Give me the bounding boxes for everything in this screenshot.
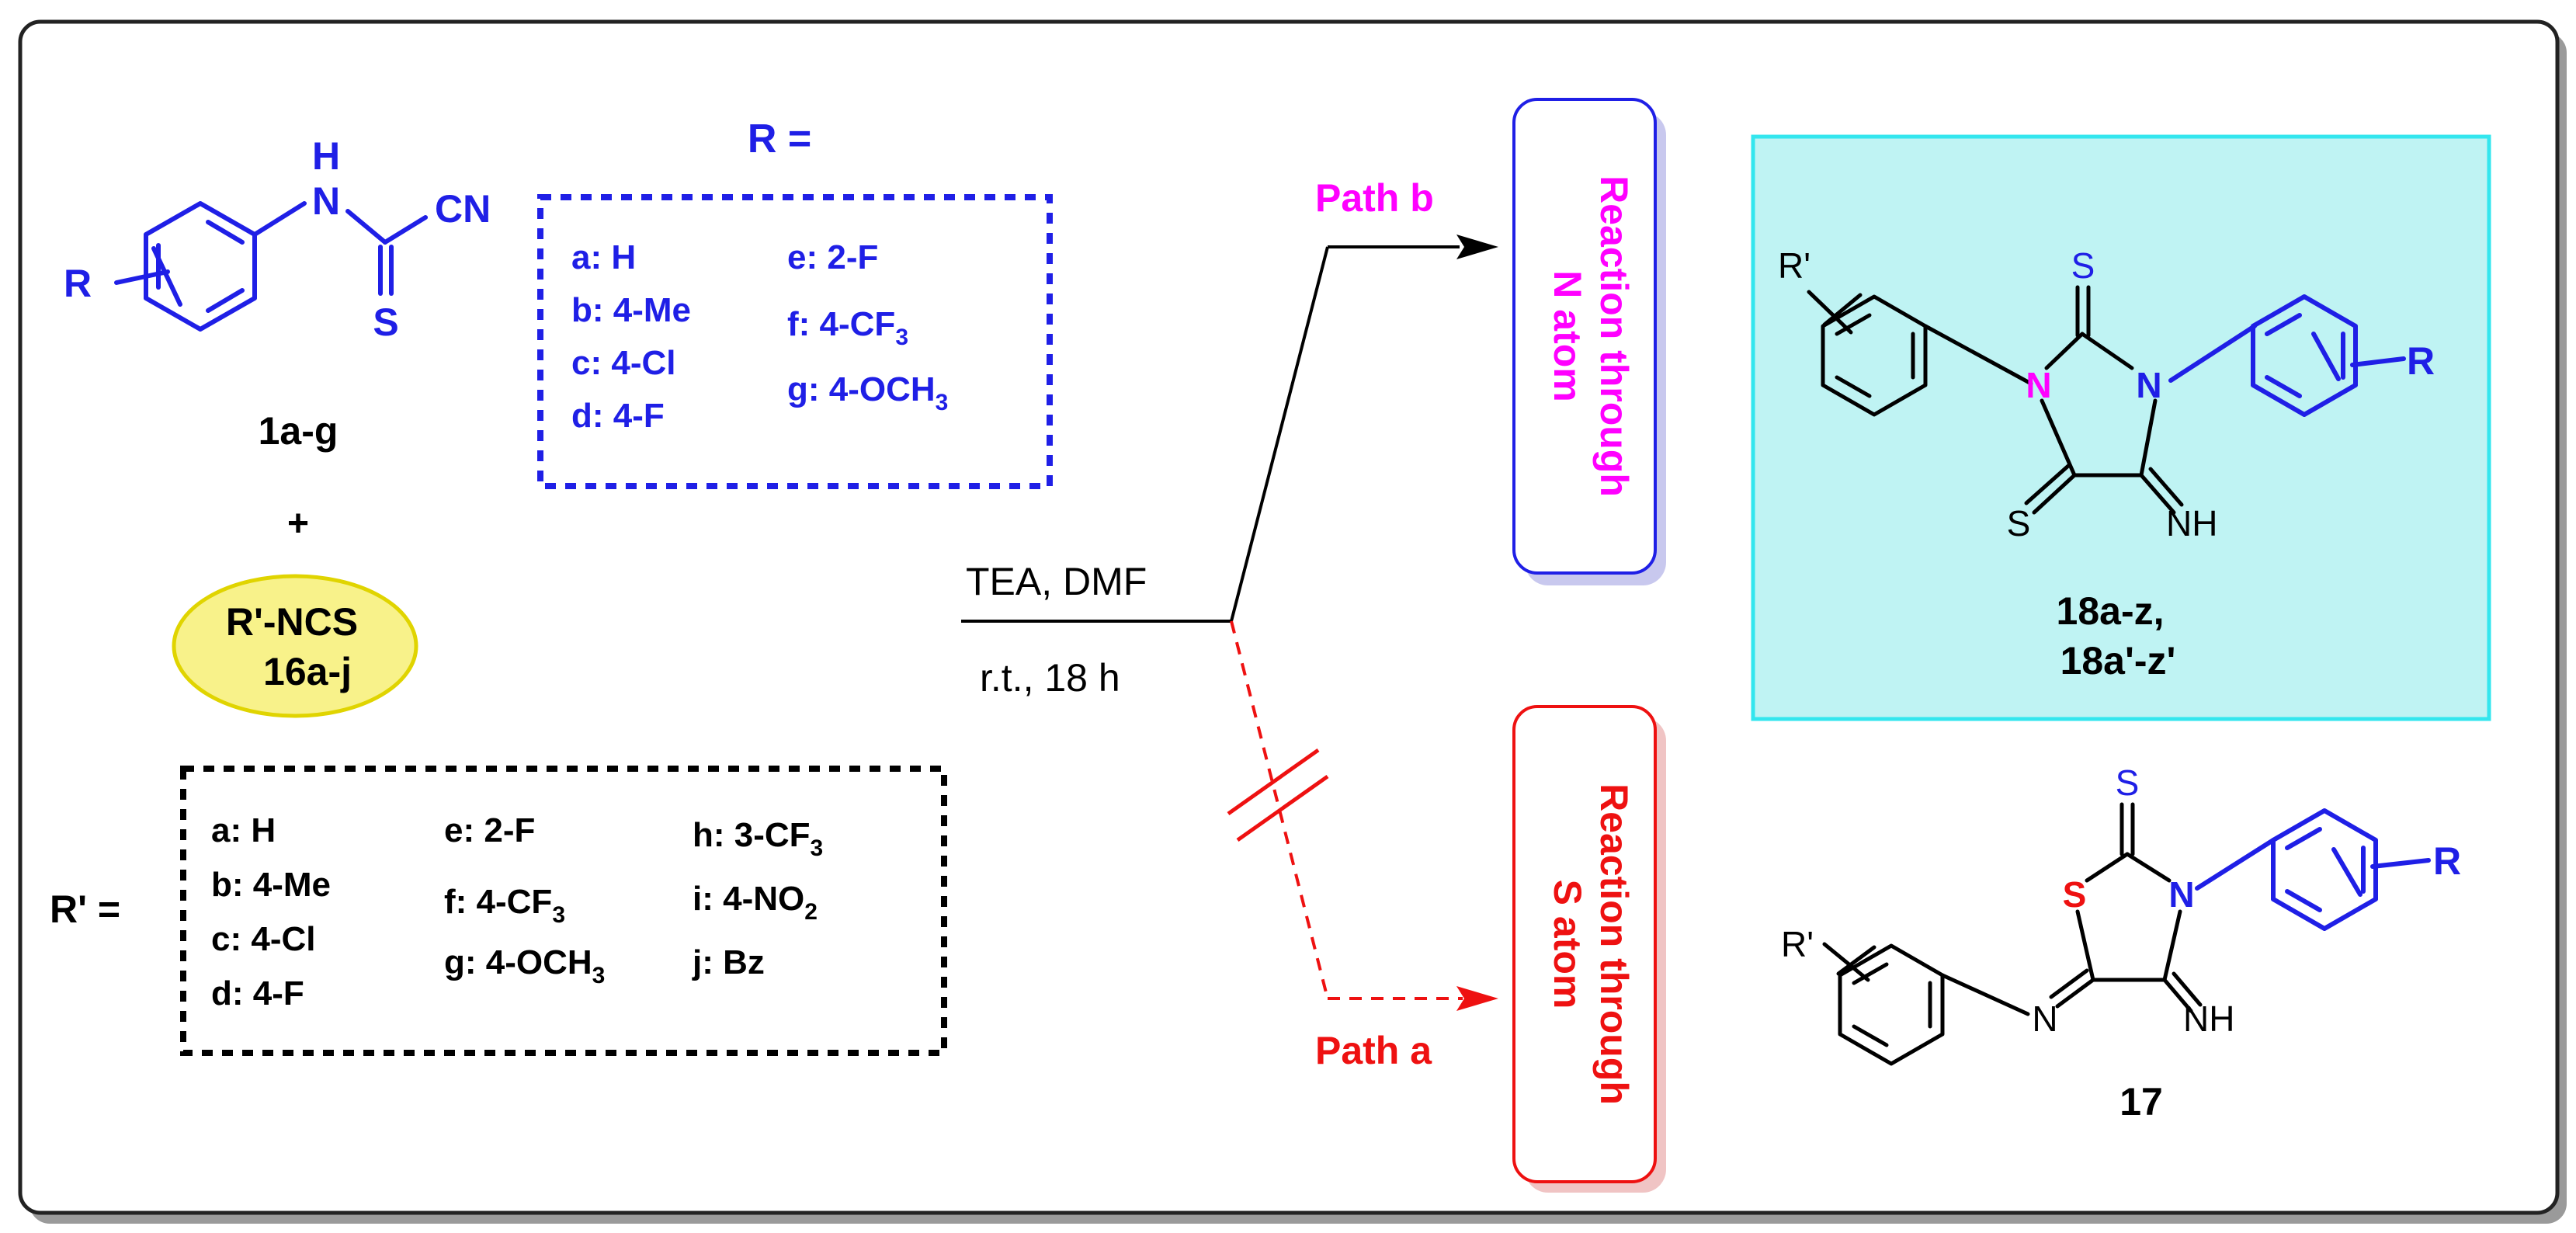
rprime-table-subscript: 3 (552, 902, 565, 928)
path-a-label: Path a (1315, 1029, 1432, 1072)
r-table-subscript: 3 (895, 325, 908, 350)
r-table-title: R = (748, 116, 811, 162)
path-b-line (1230, 246, 1329, 622)
path-b-box-line1: Reaction through (1592, 175, 1636, 497)
reactant-h-atom: H (312, 134, 340, 178)
product-17-label: 17 (2119, 1080, 2163, 1124)
compound-label-1a-g: 1a-g (259, 409, 338, 453)
rprime-table-item-text: i: 4-NO (693, 880, 804, 918)
reagent-name: R'-NCS (226, 600, 358, 644)
rprime-table-label: R' = (50, 887, 120, 931)
blocked-mark (1236, 774, 1329, 842)
blocked-mark (1227, 748, 1320, 816)
path-a-box-line1: Reaction through (1592, 783, 1636, 1105)
r-table-box (537, 194, 1053, 489)
product-18-label-line2: 18a'-z' (2060, 639, 2176, 682)
rprime-table-subscript: 3 (592, 963, 606, 988)
r-table-item-text: f: 4-CF (787, 305, 895, 343)
path-b-arrowhead (1456, 234, 1498, 259)
product-17-nh: NH (2183, 999, 2234, 1039)
reactant-cn-group: CN (435, 187, 491, 231)
rprime-table-item: f: 4-CF3 (444, 883, 565, 928)
product-18-n-right: N (2136, 365, 2161, 405)
rprime-table-box (180, 766, 947, 1056)
path-a-box-line2: S atom (1546, 880, 1589, 1009)
r-table-item: a: H (571, 238, 636, 276)
rprime-table-item: h: 3-CF3 (693, 816, 823, 861)
product-17-rprime: R' (1781, 924, 1814, 964)
rprime-table-item: e: 2-F (444, 811, 535, 849)
rprime-table-item: b: 4-Me (211, 866, 331, 904)
product-18-s-bottom: S (2007, 503, 2031, 544)
reagent-label: 16a-j (263, 650, 352, 693)
rprime-table-item: a: H (211, 811, 276, 849)
product-18-nh: NH (2166, 503, 2217, 544)
rprime-table-subscript: 3 (811, 835, 824, 861)
path-b-box-line2: N atom (1546, 270, 1589, 401)
product-18-s-top: S (2071, 245, 2095, 286)
r-table-item: f: 4-CF3 (787, 305, 908, 350)
r-table-item: g: 4-OCH3 (787, 370, 948, 415)
rprime-table-item: j: Bz (692, 943, 765, 981)
rprime-table-item: c: 4-Cl (211, 920, 315, 958)
product-17-n-imine: N (2032, 999, 2057, 1039)
product-18-label-line1: 18a-z, (2057, 589, 2165, 633)
path-a-box (1512, 705, 1657, 1183)
product-18-rprime: R' (1778, 245, 1810, 286)
r-table-item: e: 2-F (787, 238, 878, 276)
r-table-item: c: 4-Cl (571, 344, 675, 382)
reagent-ellipse (172, 574, 418, 718)
product-18-r: R (2407, 339, 2435, 383)
reactant-r-group: R (64, 262, 92, 305)
product-17-n-ring: N (2168, 874, 2194, 915)
product-17-s-top: S (2116, 762, 2140, 803)
path-b-box (1512, 98, 1657, 575)
conditions-below: r.t., 18 h (980, 656, 1120, 700)
rprime-table-item-text: g: 4-OCH (444, 943, 592, 981)
rprime-table-item: i: 4-NO2 (693, 880, 818, 925)
rprime-table-item-text: h: 3-CF (693, 816, 811, 854)
product-17-structure (1822, 802, 2431, 1066)
product-17-r: R (2433, 839, 2461, 883)
product-18-highlight (1751, 134, 2491, 721)
r-table-item: d: 4-F (571, 397, 665, 435)
plus-sign: + (287, 503, 309, 544)
product-18-n-left: N (2026, 365, 2051, 405)
rprime-table-item: d: 4-F (211, 974, 304, 1012)
r-table-item-text: g: 4-OCH (787, 370, 936, 408)
product-17-s-ring: S (2063, 874, 2087, 915)
rprime-table-item-text: f: 4-CF (444, 883, 552, 921)
path-b-label: Path b (1315, 176, 1434, 220)
reactant-1a-g (114, 201, 428, 332)
product-18-structure (1807, 285, 2406, 515)
rprime-table-item: g: 4-OCH3 (444, 943, 605, 988)
path-a-arrowhead (1456, 986, 1498, 1011)
rprime-table-subscript: 2 (804, 899, 818, 925)
reactant-s-atom: S (373, 300, 398, 344)
r-table-subscript: 3 (936, 390, 949, 415)
r-table-item: b: 4-Me (571, 291, 691, 329)
conditions-above: TEA, DMF (966, 560, 1147, 603)
reactant-n-atom: N (312, 179, 340, 223)
